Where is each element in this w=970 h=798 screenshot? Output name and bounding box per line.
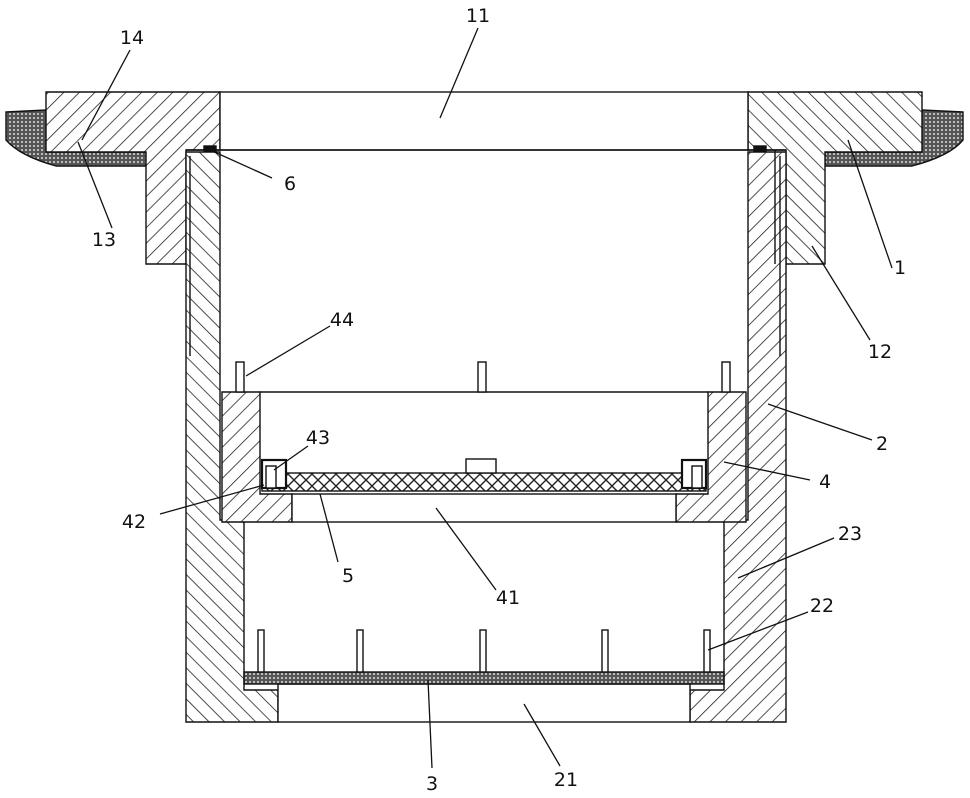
bottom-mesh: [244, 672, 724, 684]
filter-center-knob: [466, 459, 496, 473]
filter-frame-left: [222, 392, 292, 522]
label-21: 21: [554, 769, 578, 791]
flange-opening: [220, 92, 748, 150]
label-13: 13: [92, 229, 116, 251]
label-14: 14: [120, 27, 144, 49]
frame-stud-right: [692, 466, 702, 488]
label-4: 4: [819, 471, 831, 493]
label-43: 43: [306, 427, 330, 449]
filter-mesh: [262, 473, 706, 491]
label-5: 5: [342, 565, 354, 587]
label-41: 41: [496, 587, 520, 609]
label-23: 23: [838, 523, 862, 545]
label-3: 3: [426, 773, 438, 795]
label-1: 1: [894, 257, 906, 279]
seal-ring-right: [754, 146, 766, 152]
label-44: 44: [330, 309, 354, 331]
filter-opening: [292, 494, 676, 522]
label-12: 12: [868, 341, 892, 363]
bottom-pins: [258, 630, 710, 672]
label-42: 42: [122, 511, 146, 533]
seal-ring-left: [204, 146, 216, 152]
label-2: 2: [876, 433, 888, 455]
label-22: 22: [810, 595, 834, 617]
frame-pins: [236, 362, 730, 392]
bottom-opening: [278, 684, 690, 722]
label-6: 6: [284, 173, 296, 195]
label-11: 11: [466, 5, 490, 27]
filter-frame-right: [676, 392, 746, 522]
